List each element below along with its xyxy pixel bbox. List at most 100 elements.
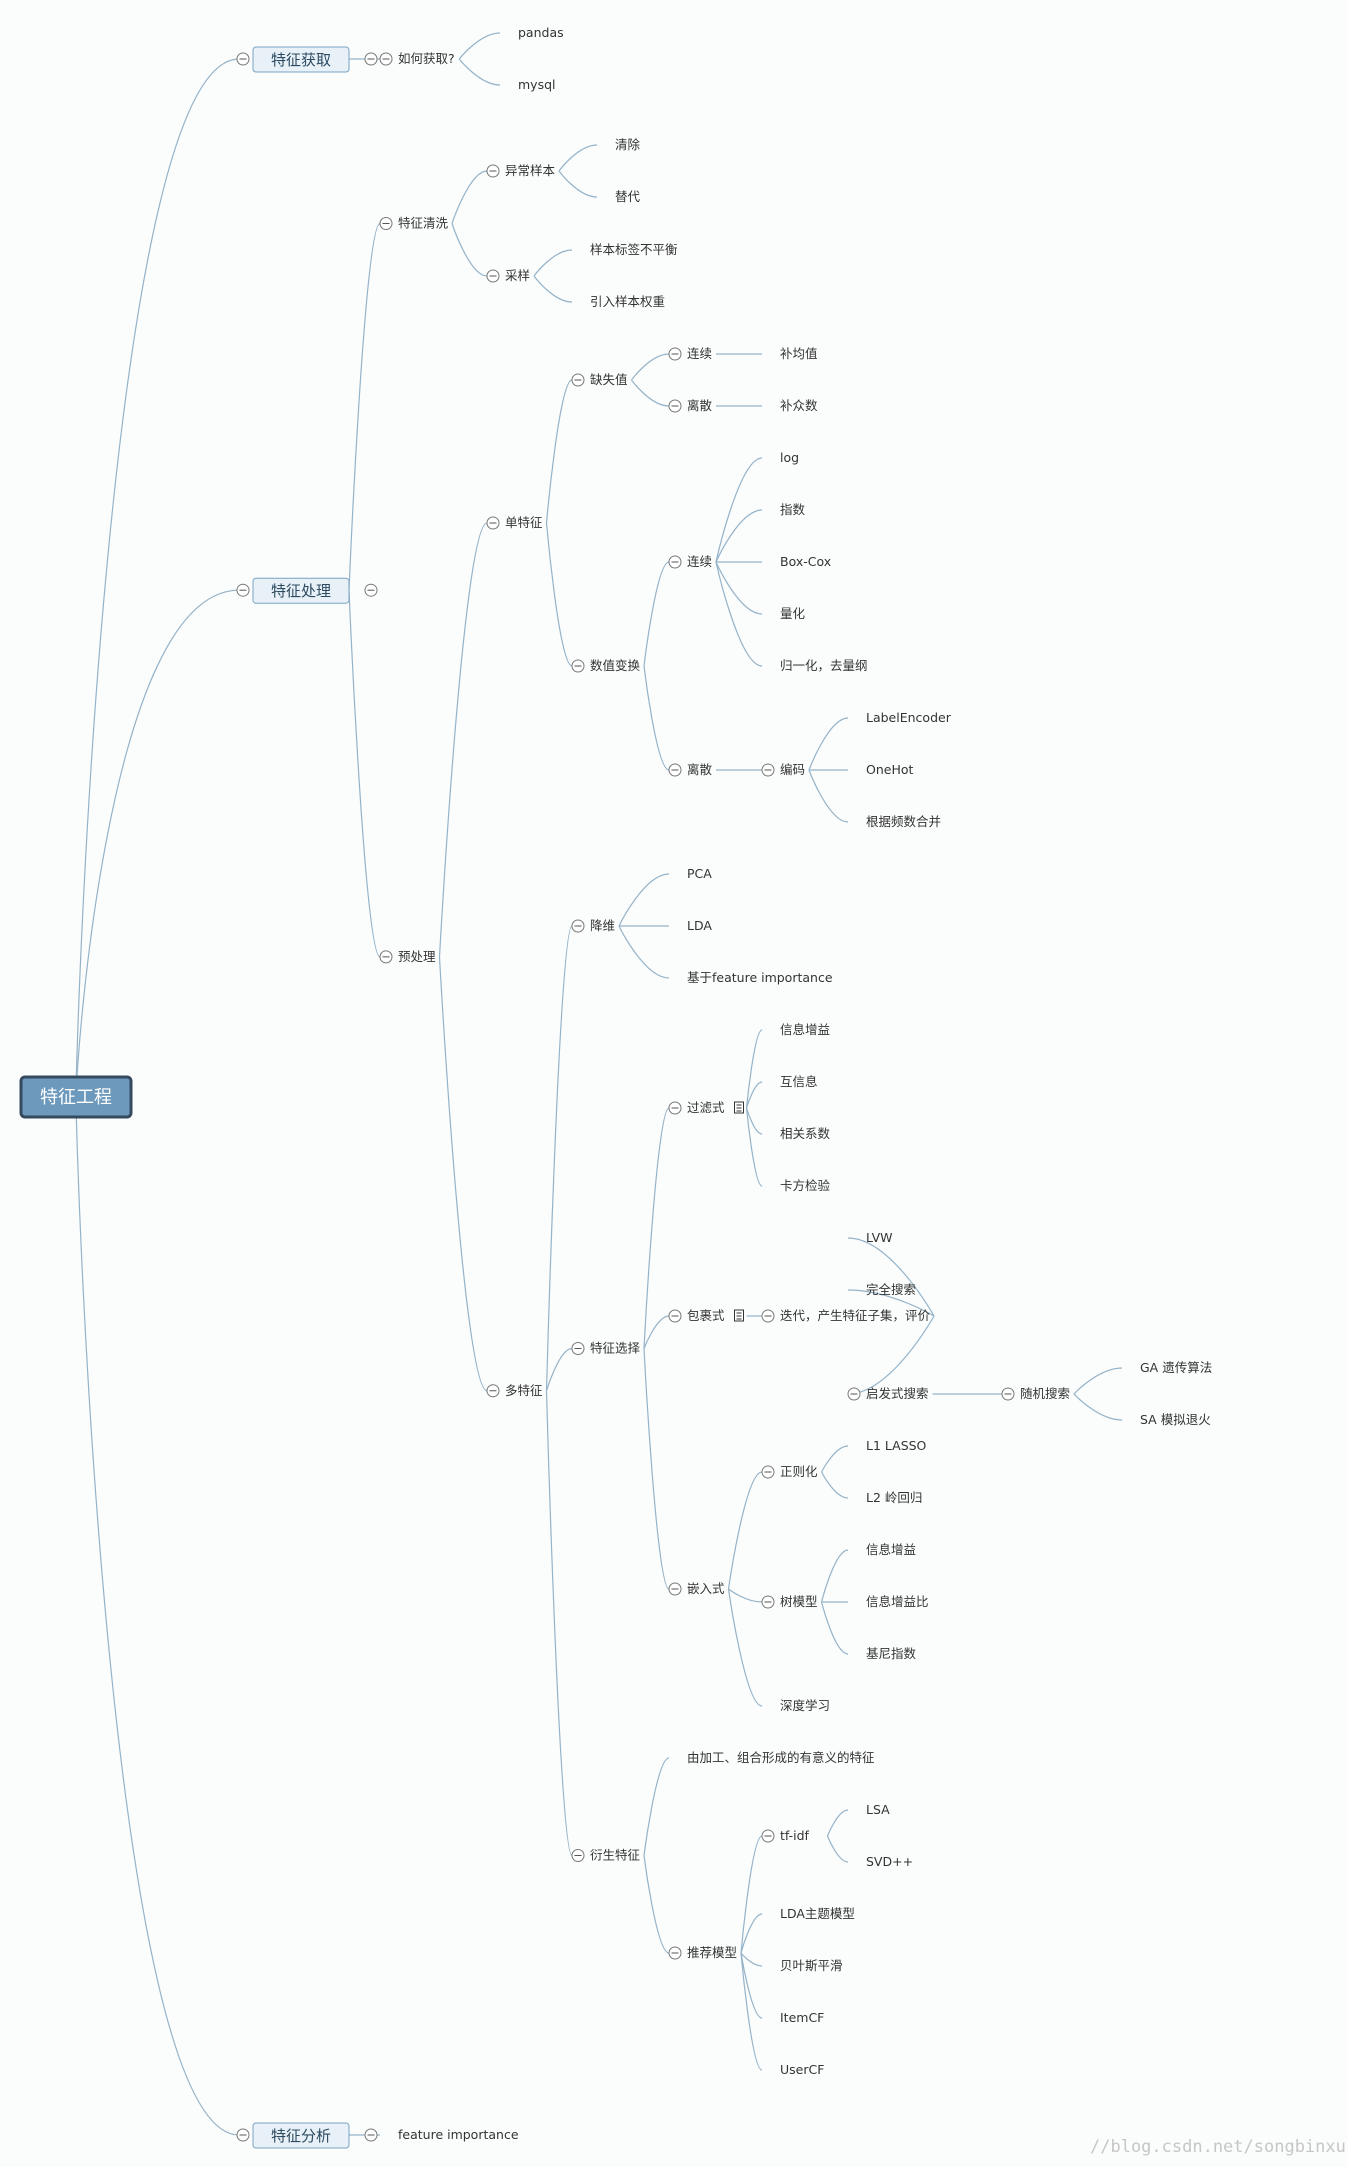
topic-node[interactable]: 归一化，去量纲	[780, 658, 868, 673]
topic-node[interactable]: 贝叶斯平滑	[780, 1958, 843, 1973]
topic-label: ItemCF	[780, 2010, 824, 2025]
topic-node[interactable]: GA 遗传算法	[1140, 1360, 1212, 1375]
topic-node[interactable]: 特征清洗	[398, 216, 449, 231]
topic-node[interactable]: 预处理	[398, 949, 436, 964]
connector-line	[808, 717, 849, 771]
topic-node[interactable]: tf-idf	[780, 1828, 810, 1843]
topic-node[interactable]: 深度学习	[780, 1698, 830, 1713]
topic-label: 数值变换	[590, 658, 641, 673]
topic-node[interactable]: 补均值	[780, 346, 818, 361]
topic-node[interactable]: 正则化	[780, 1464, 818, 1479]
connector-line	[847, 1315, 935, 1395]
connector-line	[545, 925, 573, 1391]
topic-node[interactable]: 信息增益比	[866, 1594, 929, 1609]
topic-node[interactable]: 根据频数合并	[866, 814, 941, 829]
topic-node[interactable]: 树模型	[780, 1594, 818, 1609]
topic-label: 指数	[780, 502, 806, 517]
topic-node[interactable]: 信息增益	[866, 1542, 916, 1557]
topic-node[interactable]: LabelEncoder	[866, 710, 952, 725]
topic-node[interactable]: UserCF	[780, 2062, 824, 2077]
topic-node[interactable]: ItemCF	[780, 2010, 824, 2025]
topic-node[interactable]: 基于feature importance	[687, 970, 833, 985]
root-node-box	[19, 1075, 133, 1119]
topic-label: 互信息	[780, 1074, 818, 1089]
topic-node[interactable]: 样本标签不平衡	[590, 242, 678, 257]
topic-label: 特征获取	[271, 51, 331, 69]
topic-node[interactable]: 完全搜索	[866, 1282, 916, 1297]
connector-line	[820, 1445, 849, 1473]
topic-node[interactable]: LDA主题模型	[780, 1906, 855, 1921]
connector-lines	[75, 32, 1123, 2136]
topic-node[interactable]: 编码	[780, 762, 805, 777]
mind-map-nodes: 特征工程 特征获取 如何获取? pandas mysql 特征处理 特征清洗 异常样本 清除替代…	[19, 25, 1212, 2149]
topic-node[interactable]: 由加工、组合形成的有意义的特征	[687, 1750, 875, 1765]
topic-node[interactable]: 相关系数	[780, 1126, 831, 1141]
topic-label: tf-idf	[780, 1828, 810, 1843]
topic-node[interactable]: 卡方检验	[780, 1178, 831, 1193]
topic-node[interactable]: SA 模拟退火	[1140, 1412, 1211, 1427]
topic-label: 离散	[687, 398, 713, 413]
topic-node[interactable]: 量化	[780, 606, 806, 621]
topic-node[interactable]: 过滤式	[687, 1100, 744, 1115]
topic-node[interactable]: 特征处理	[252, 577, 350, 604]
topic-node[interactable]: log	[780, 450, 799, 465]
topic-label: 完全搜索	[866, 1282, 916, 1297]
topic-node[interactable]: 补众数	[780, 398, 818, 413]
topic-label: OneHot	[866, 762, 913, 777]
topic-node[interactable]: 特征获取	[252, 46, 350, 73]
topic-label: L1 LASSO	[866, 1438, 927, 1453]
topic-label: 归一化，去量纲	[780, 658, 868, 673]
topic-node[interactable]: 替代	[615, 189, 641, 204]
topic-label: 降维	[590, 918, 615, 933]
topic-node[interactable]: 基尼指数	[866, 1646, 917, 1661]
topic-node[interactable]: 迭代，产生特征子集，评价	[780, 1308, 931, 1323]
connector-line	[458, 58, 501, 86]
topic-node[interactable]: 启发式搜索	[866, 1386, 929, 1401]
topic-node[interactable]: PCA	[687, 866, 712, 881]
topic-node[interactable]: 指数	[780, 502, 806, 517]
topic-label: 基于feature importance	[687, 970, 833, 985]
topic-node[interactable]: 特征分析	[252, 2122, 350, 2149]
topic-node[interactable]: 连续	[687, 554, 712, 569]
topic-node[interactable]: 采样	[505, 268, 530, 283]
topic-label: 补均值	[780, 346, 818, 361]
connector-line	[643, 665, 670, 771]
topic-node[interactable]: 离散	[687, 762, 713, 777]
topic-node[interactable]: 降维	[590, 918, 615, 933]
topic-node[interactable]: mysql	[518, 77, 556, 92]
topic-node[interactable]: 衍生特征	[590, 1848, 641, 1863]
topic-node[interactable]: L2 岭回归	[866, 1490, 922, 1505]
root-node[interactable]: 特征工程	[19, 1075, 133, 1119]
topic-node[interactable]: Box-Cox	[780, 554, 831, 569]
topic-node[interactable]: 特征选择	[590, 1341, 641, 1356]
topic-node[interactable]: 如何获取?	[398, 51, 455, 66]
topic-node[interactable]: 缺失值	[590, 372, 628, 387]
topic-label: 迭代，产生特征子集，评价	[780, 1308, 931, 1323]
topic-node[interactable]: 随机搜索	[1020, 1386, 1070, 1401]
topic-node[interactable]: 引入样本权重	[590, 294, 665, 309]
topic-node[interactable]: 数值变换	[590, 658, 641, 673]
topic-node[interactable]: 嵌入式	[687, 1581, 725, 1596]
topic-node[interactable]: 异常样本	[505, 163, 556, 178]
topic-node[interactable]: 连续	[687, 346, 712, 361]
topic-node[interactable]: 离散	[687, 398, 713, 413]
topic-node[interactable]: LSA	[866, 1802, 890, 1817]
connector-line	[715, 509, 763, 563]
topic-node[interactable]: 互信息	[780, 1074, 818, 1089]
connector-line	[745, 1107, 763, 1187]
topic-node[interactable]: 推荐模型	[687, 1945, 737, 1960]
topic-node[interactable]: L1 LASSO	[866, 1438, 927, 1453]
topic-node[interactable]: feature importance	[398, 2127, 519, 2142]
topic-node[interactable]: OneHot	[866, 762, 913, 777]
topic-node[interactable]: 清除	[615, 137, 641, 152]
topic-label: 正则化	[780, 1464, 818, 1479]
topic-node[interactable]: LDA	[687, 918, 712, 933]
topic-node[interactable]: 单特征	[505, 515, 543, 530]
topic-node[interactable]: LVW	[866, 1230, 893, 1245]
topic-node[interactable]: 信息增益	[780, 1022, 830, 1037]
topic-label: 离散	[687, 762, 713, 777]
topic-node[interactable]: SVD++	[866, 1854, 913, 1869]
topic-node[interactable]: 包裹式	[687, 1308, 744, 1323]
topic-node[interactable]: pandas	[518, 25, 564, 40]
topic-node[interactable]: 多特征	[505, 1383, 543, 1398]
